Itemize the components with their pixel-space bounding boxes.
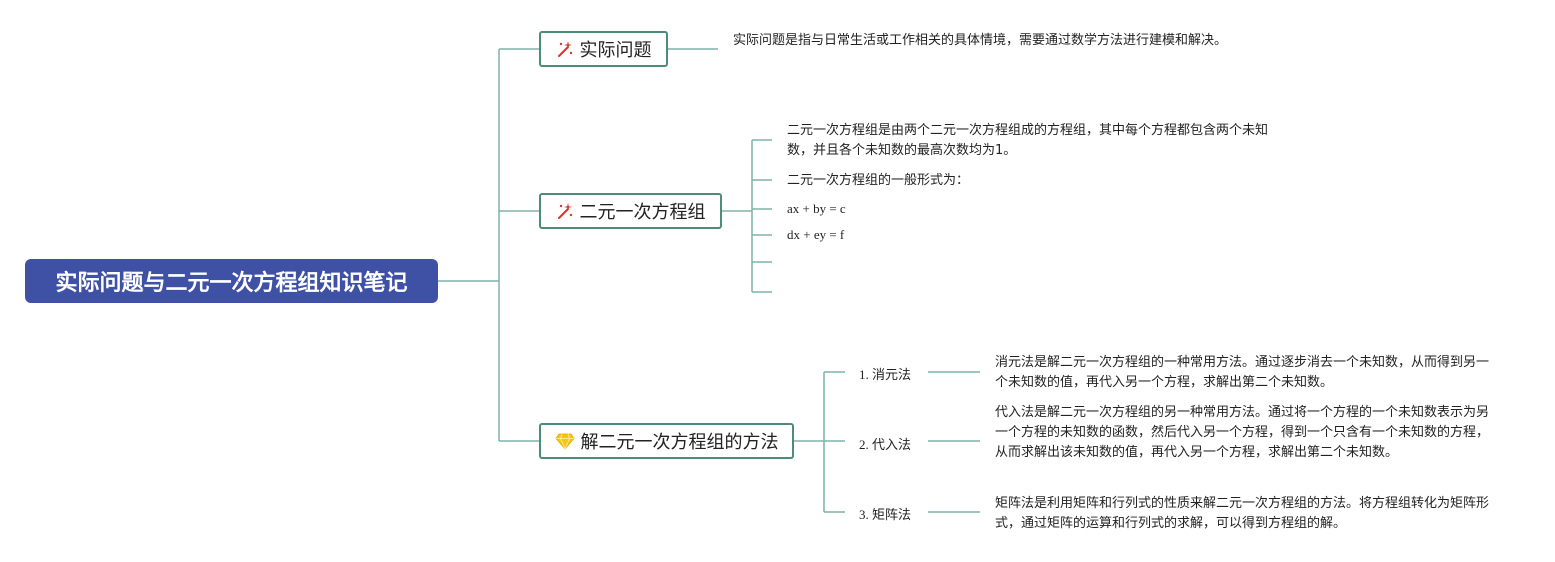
actual-problem-note: 实际问题是指与日常生活或工作相关的具体情境，需要通过数学方法进行建模和解决。 <box>733 33 1228 48</box>
diamond-icon <box>554 432 575 450</box>
root-title: 实际问题与二元一次方程组知识笔记 <box>55 271 408 296</box>
topic-actual-problem[interactable]: 实际问题 <box>539 31 668 67</box>
equation-2: dx + ey = f <box>787 227 845 242</box>
topic-linear-system[interactable]: 二元一次方程组 <box>539 193 722 229</box>
elimination-desc: 消元法是解二元一次方程组的一种常用方法。通过逐步消去一个未知数，从而得到另一个未… <box>995 355 1490 390</box>
substitution-desc: 代入法是解二元一次方程组的另一种常用方法。通过将一个方程的一个未知数表示为另一个… <box>995 405 1490 460</box>
matrix-desc: 矩阵法是利用矩阵和行列式的性质来解二元一次方程组的方法。将方程组转化为矩阵形式，… <box>995 496 1490 531</box>
system-general-form-note: 二元一次方程组的一般形式为： <box>787 173 970 188</box>
topic-system-label: 二元一次方程组 <box>579 202 706 223</box>
topic-actual-label: 实际问题 <box>579 40 652 61</box>
equation-1: ax + by = c <box>787 201 846 216</box>
method-substitution[interactable]: 2. 代入法 <box>859 437 912 452</box>
method-elimination[interactable]: 1. 消元法 <box>859 367 912 382</box>
system-definition-note: 二元一次方程组是由两个二元一次方程组成的方程组，其中每个方程都包含两个未知数，并… <box>787 123 1269 158</box>
topic-solve-methods[interactable]: 解二元一次方程组的方法 <box>539 423 794 459</box>
root-topic[interactable]: 实际问题与二元一次方程组知识笔记 <box>25 259 438 303</box>
method-matrix[interactable]: 3. 矩阵法 <box>859 507 912 522</box>
sparkle-icon <box>556 202 574 220</box>
sparkle-icon <box>556 40 574 58</box>
topic-methods-label: 解二元一次方程组的方法 <box>580 432 779 453</box>
